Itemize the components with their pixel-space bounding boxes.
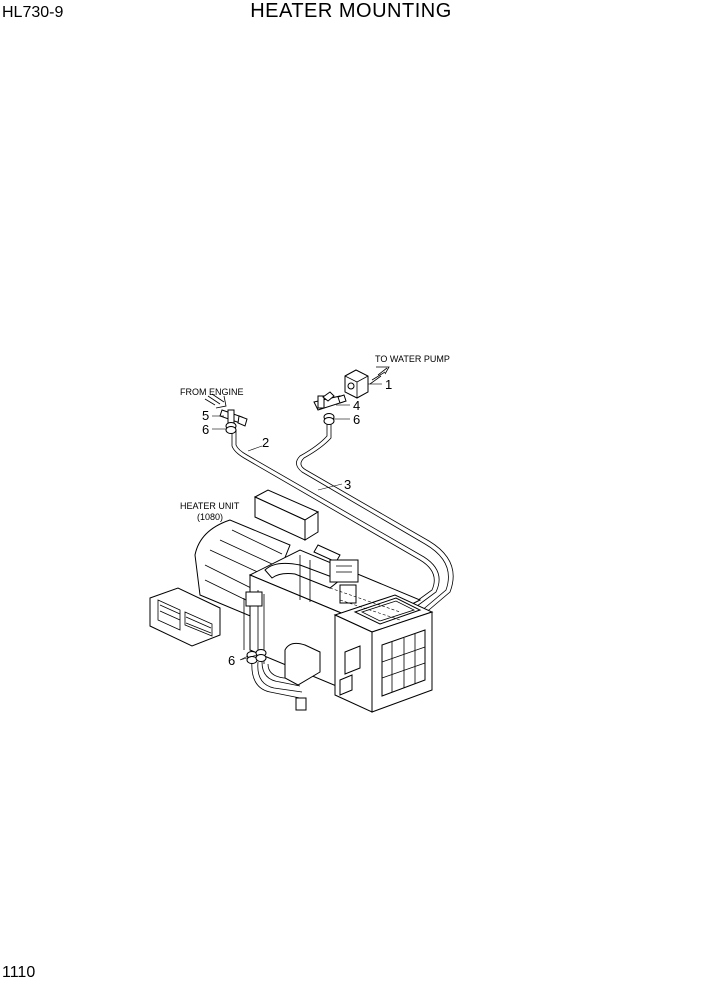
- callout-6-left: 6: [202, 422, 209, 437]
- clamp-6-right: [323, 413, 335, 425]
- callout-leaders: [212, 383, 382, 661]
- flow-arrow-water-pump: [369, 366, 390, 385]
- callout-6-lower: 6: [228, 653, 235, 668]
- heater-unit-label: HEATER UNIT: [180, 501, 240, 511]
- heater-unit-ref-label: (1080): [197, 512, 223, 522]
- model-number: HL730-9: [2, 4, 64, 21]
- to-water-pump-label: TO WATER PUMP: [375, 354, 450, 364]
- callout-4: 4: [353, 398, 360, 413]
- fitting-1: [344, 369, 369, 399]
- valve-5: [219, 409, 248, 427]
- hose-3: [296, 424, 454, 616]
- valve-4: [313, 391, 347, 411]
- callout-5: 5: [202, 408, 209, 423]
- page-number: 1110: [2, 964, 36, 981]
- callout-2: 2: [262, 435, 269, 450]
- clamp-6-lower: [246, 649, 267, 664]
- heater-unit: [149, 489, 434, 713]
- callout-6-right: 6: [353, 412, 360, 427]
- clamp-6-left: [225, 422, 237, 434]
- hose-2: [231, 430, 440, 610]
- callout-1: 1: [385, 377, 392, 392]
- from-engine-label: FROM ENGINE: [180, 387, 244, 397]
- callout-3: 3: [344, 477, 351, 492]
- page-title: HEATER MOUNTING: [250, 0, 452, 22]
- flow-arrow-engine: [204, 393, 227, 409]
